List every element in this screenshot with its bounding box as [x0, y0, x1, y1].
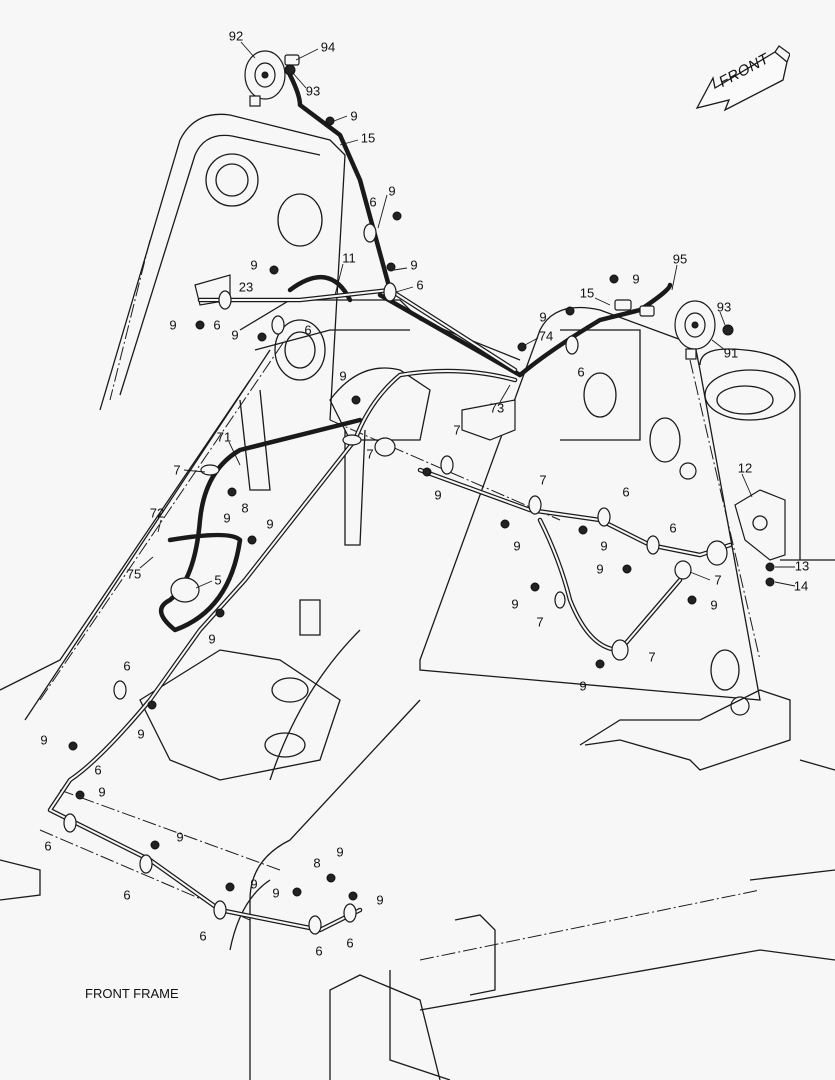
callout-7: 7: [173, 462, 181, 478]
callout-6: 6: [369, 194, 377, 210]
callout-74: 74: [538, 328, 554, 344]
callout-14: 14: [793, 578, 809, 594]
callout-92: 92: [228, 28, 244, 44]
callout-9: 9: [223, 510, 231, 526]
callout-9: 9: [539, 309, 547, 325]
horn-right: [614, 299, 734, 360]
callout-7: 7: [648, 649, 656, 665]
callout-6: 6: [315, 943, 323, 959]
callout-9: 9: [376, 892, 384, 908]
callout-6: 6: [669, 520, 677, 536]
callout-91: 91: [723, 345, 739, 361]
callout-9: 9: [511, 596, 519, 612]
callout-9: 9: [410, 257, 418, 273]
callout-6: 6: [94, 762, 102, 778]
callout-9: 9: [98, 784, 106, 800]
callout-9: 9: [250, 876, 258, 892]
callout-72: 72: [149, 505, 165, 521]
leader-lines: [139, 41, 796, 589]
horn-left: [244, 50, 300, 107]
callout-75: 75: [126, 566, 142, 582]
callout-9: 9: [596, 561, 604, 577]
callout-73: 73: [489, 400, 505, 416]
callout-6: 6: [44, 838, 52, 854]
callout-9: 9: [272, 885, 280, 901]
callout-6: 6: [416, 277, 424, 293]
right-frame-arm: [419, 306, 801, 771]
callout-6: 6: [123, 658, 131, 674]
diagram-caption: FRONT FRAME: [85, 986, 179, 1001]
callout-9: 9: [208, 631, 216, 647]
left-frame-arm: [0, 113, 346, 721]
callout-7: 7: [539, 472, 547, 488]
callout-9: 9: [336, 844, 344, 860]
lower-frame-base: [0, 559, 835, 1080]
callout-93: 93: [716, 299, 732, 315]
callout-7: 7: [714, 572, 722, 588]
callout-71: 71: [216, 429, 232, 445]
callout-95: 95: [672, 251, 688, 267]
callout-94: 94: [320, 39, 336, 55]
callout-7: 7: [536, 614, 544, 630]
callout-9: 9: [350, 108, 358, 124]
callout-6: 6: [577, 364, 585, 380]
clamps-and-bolts: [63, 116, 775, 935]
callout-12: 12: [737, 460, 753, 476]
callout-9: 9: [266, 516, 274, 532]
callout-9: 9: [388, 183, 396, 199]
center-crossbeam: [239, 299, 561, 546]
wiring-harness: [47, 72, 733, 933]
callout-8: 8: [313, 855, 321, 871]
callout-23: 23: [238, 279, 254, 295]
callout-7: 7: [453, 422, 461, 438]
callout-9: 9: [176, 829, 184, 845]
callout-9: 9: [579, 678, 587, 694]
callout-9: 9: [434, 487, 442, 503]
callout-8: 8: [241, 500, 249, 516]
callout-6: 6: [346, 935, 354, 951]
callout-9: 9: [40, 732, 48, 748]
callout-6: 6: [622, 484, 630, 500]
callout-6: 6: [304, 322, 312, 338]
callout-11: 11: [342, 250, 356, 266]
callout-9: 9: [600, 538, 608, 554]
callout-5: 5: [214, 572, 222, 588]
callout-9: 9: [339, 368, 347, 384]
callout-15: 15: [579, 285, 595, 301]
callout-9: 9: [169, 317, 177, 333]
callout-15: 15: [360, 130, 376, 146]
callout-9: 9: [231, 327, 239, 343]
callout-9: 9: [137, 726, 145, 742]
callout-6: 6: [213, 317, 221, 333]
callout-9: 9: [710, 597, 718, 613]
callout-7: 7: [366, 446, 374, 462]
callout-6: 6: [123, 887, 131, 903]
callout-9: 9: [513, 538, 521, 554]
callout-9: 9: [250, 257, 258, 273]
front-direction-arrow-icon: [695, 45, 790, 112]
callout-6: 6: [199, 928, 207, 944]
callout-13: 13: [794, 558, 810, 574]
callout-93: 93: [305, 83, 321, 99]
callout-9: 9: [632, 271, 640, 287]
